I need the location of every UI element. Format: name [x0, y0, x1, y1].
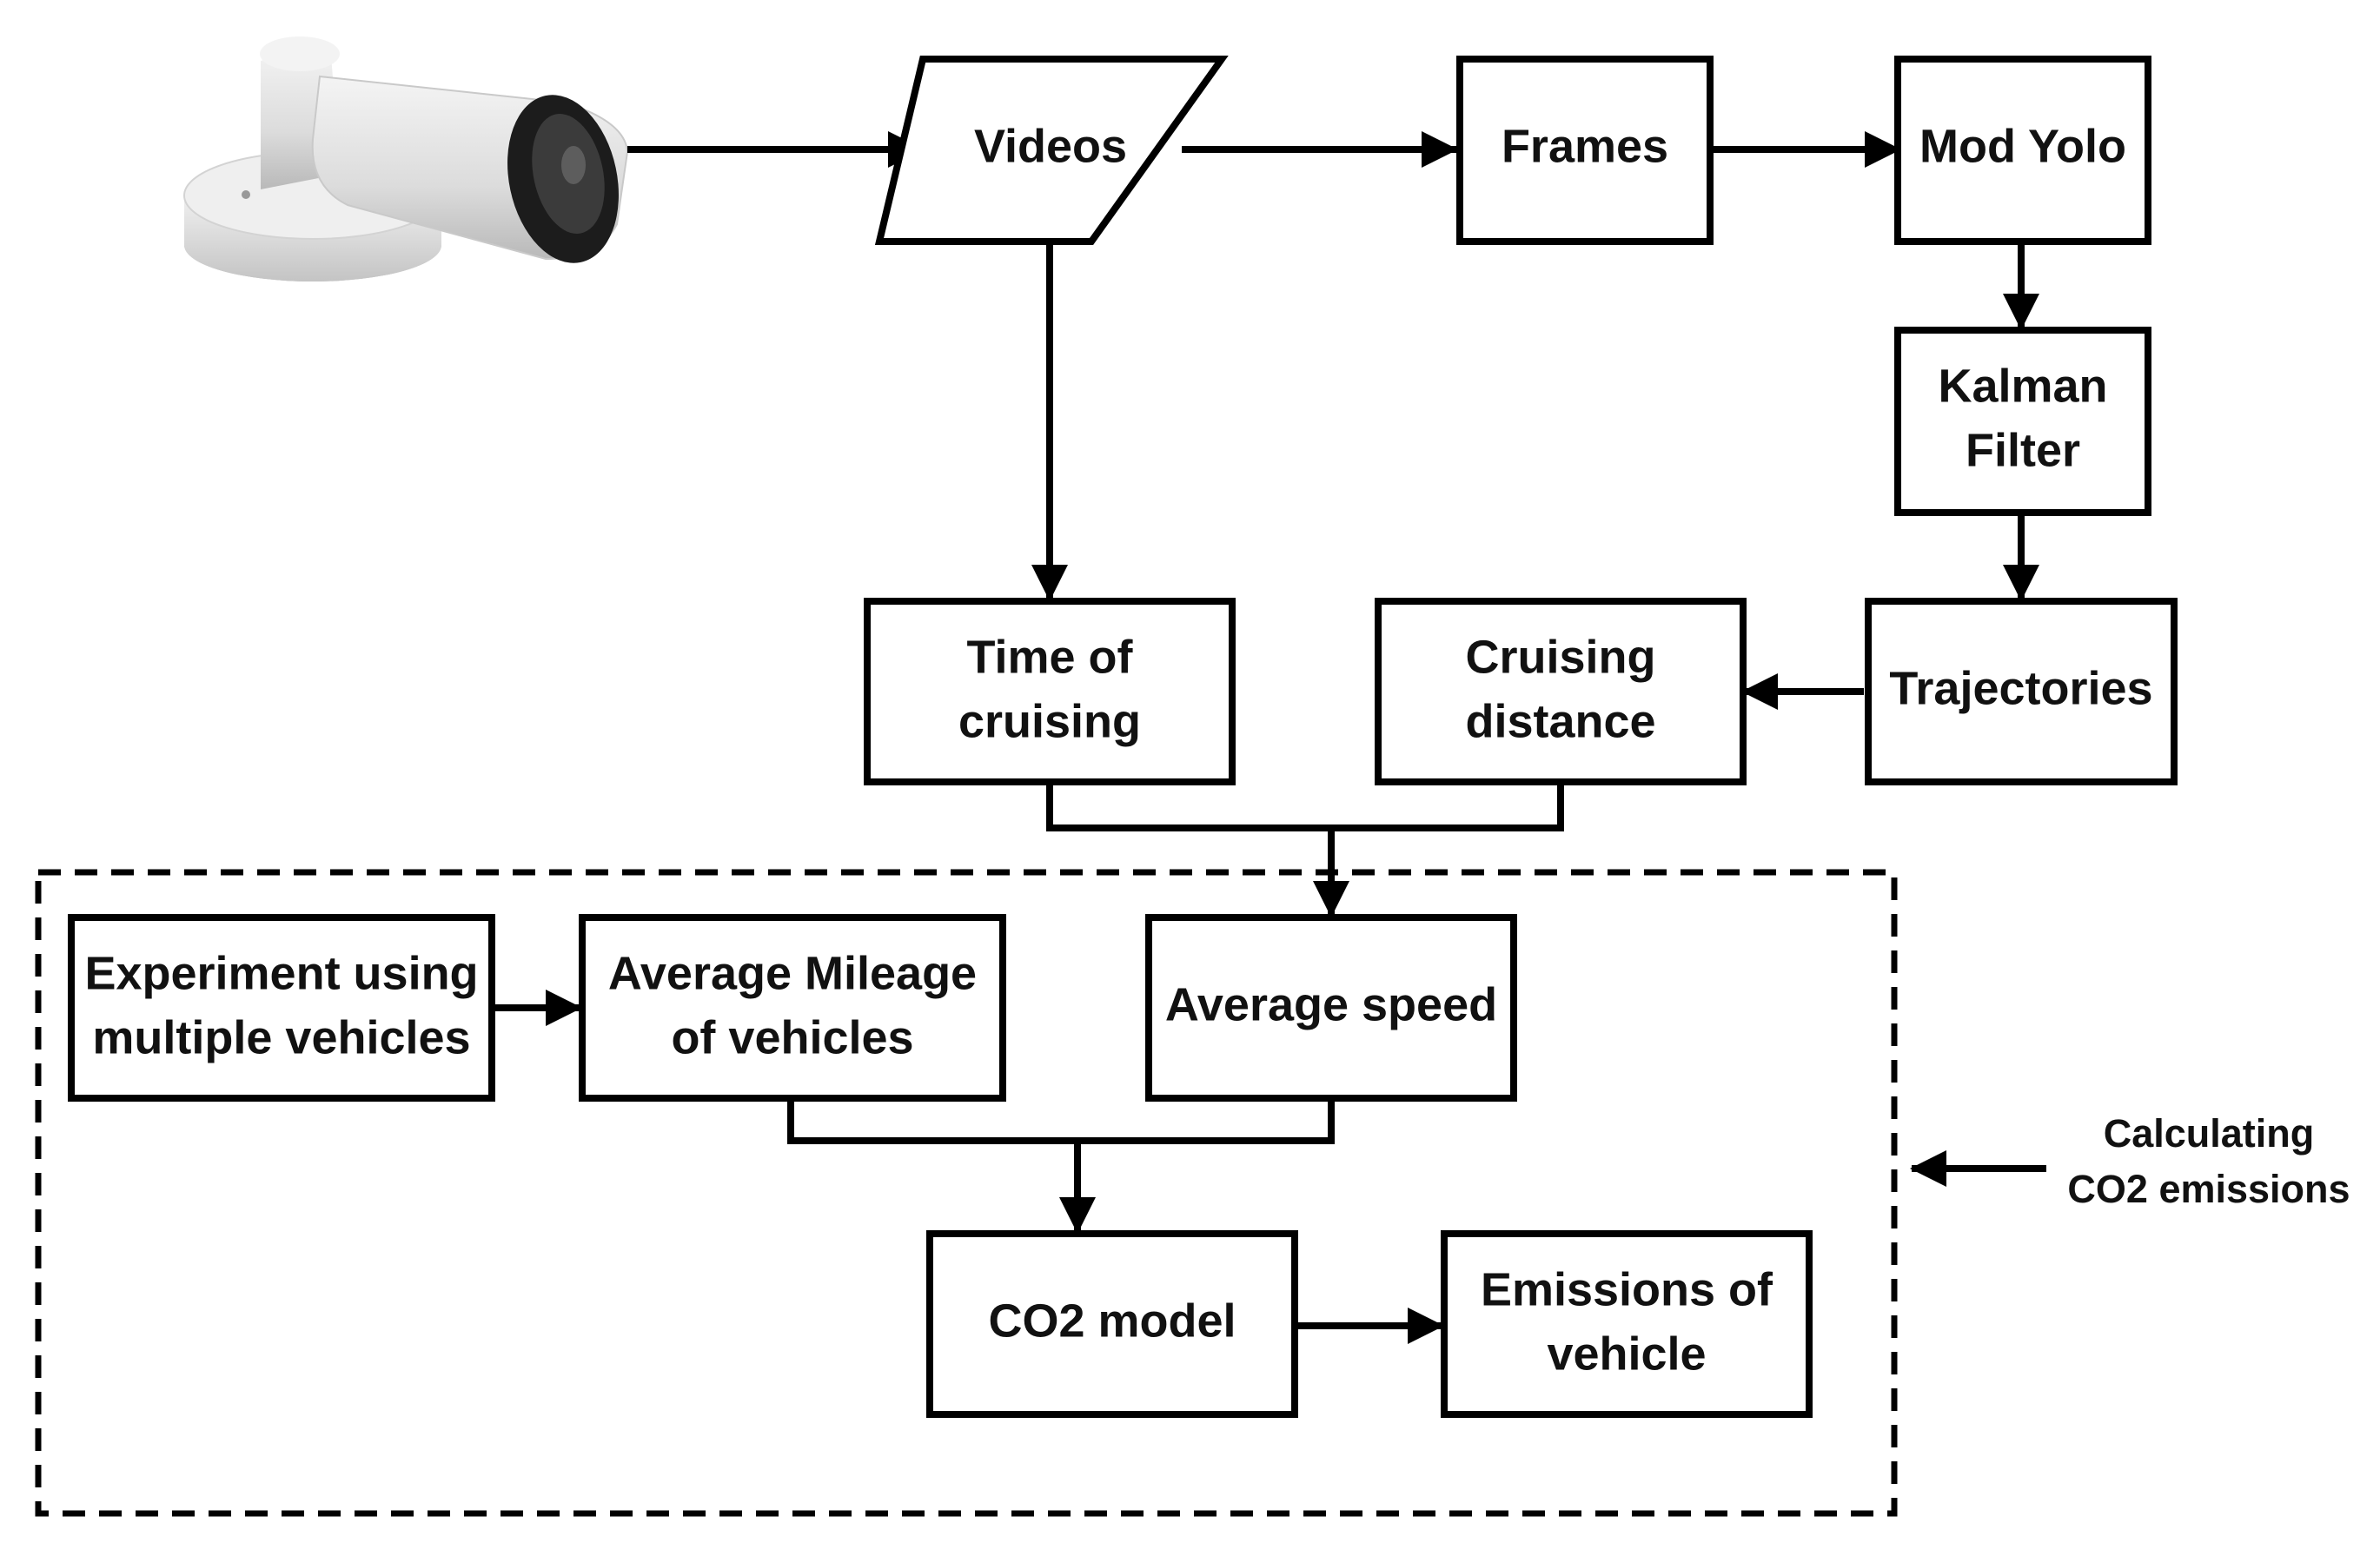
node-frames-label: Frames [1502, 120, 1668, 172]
node-videos: Videos [874, 56, 1229, 245]
node-emissions: Emissions of vehicle [1441, 1230, 1813, 1418]
node-emissions-line2: vehicle [1547, 1328, 1706, 1380]
node-time-of-cruising: Time of cruising [864, 598, 1236, 785]
node-average-speed-label: Average speed [1165, 978, 1497, 1030]
node-emissions-line1: Emissions of [1481, 1263, 1773, 1315]
node-cruising-distance-line2: distance [1465, 695, 1655, 747]
security-camera-icon [183, 36, 629, 281]
connectors [492, 131, 2046, 1344]
node-average-mileage: Average Mileage of vehicles [579, 914, 1006, 1102]
node-experiment-line2: multiple vehicles [92, 1011, 470, 1063]
node-trajectories-label: Trajectories [1889, 662, 2152, 714]
node-co2-model-label: CO2 model [988, 1295, 1236, 1347]
node-mod-yolo: Mod Yolo [1894, 56, 2151, 245]
side-annotation: Calculating CO2 emissions [2067, 1111, 2350, 1211]
node-videos-label: Videos [974, 120, 1127, 172]
node-trajectories: Trajectories [1865, 598, 2178, 785]
node-kalman-filter-line2: Filter [1966, 424, 2080, 476]
node-cruising-distance: Cruising distance [1375, 598, 1747, 785]
node-average-mileage-line1: Average Mileage [608, 947, 977, 999]
node-kalman-filter-line1: Kalman [1938, 360, 2107, 412]
side-annotation-line1: Calculating [2104, 1111, 2315, 1156]
node-co2-model: CO2 model [926, 1230, 1298, 1418]
node-mod-yolo-label: Mod Yolo [1919, 120, 2126, 172]
side-annotation-line2: CO2 emissions [2067, 1167, 2350, 1211]
merge-time-distance-to-speed [1046, 784, 1564, 831]
co2-calculation-frame [35, 869, 1898, 1517]
node-cruising-distance-line1: Cruising [1465, 631, 1655, 683]
node-average-mileage-line2: of vehicles [671, 1011, 913, 1063]
node-average-speed: Average speed [1145, 914, 1517, 1102]
node-time-of-cruising-line1: Time of [966, 631, 1133, 683]
node-kalman-filter: Kalman Filter [1894, 327, 2151, 516]
node-time-of-cruising-line2: cruising [958, 695, 1141, 747]
node-experiment-line1: Experiment using [84, 947, 478, 999]
merge-mileage-speed-to-model [787, 1099, 1335, 1144]
node-experiment: Experiment using multiple vehicles [68, 914, 495, 1102]
node-frames: Frames [1456, 56, 1714, 245]
